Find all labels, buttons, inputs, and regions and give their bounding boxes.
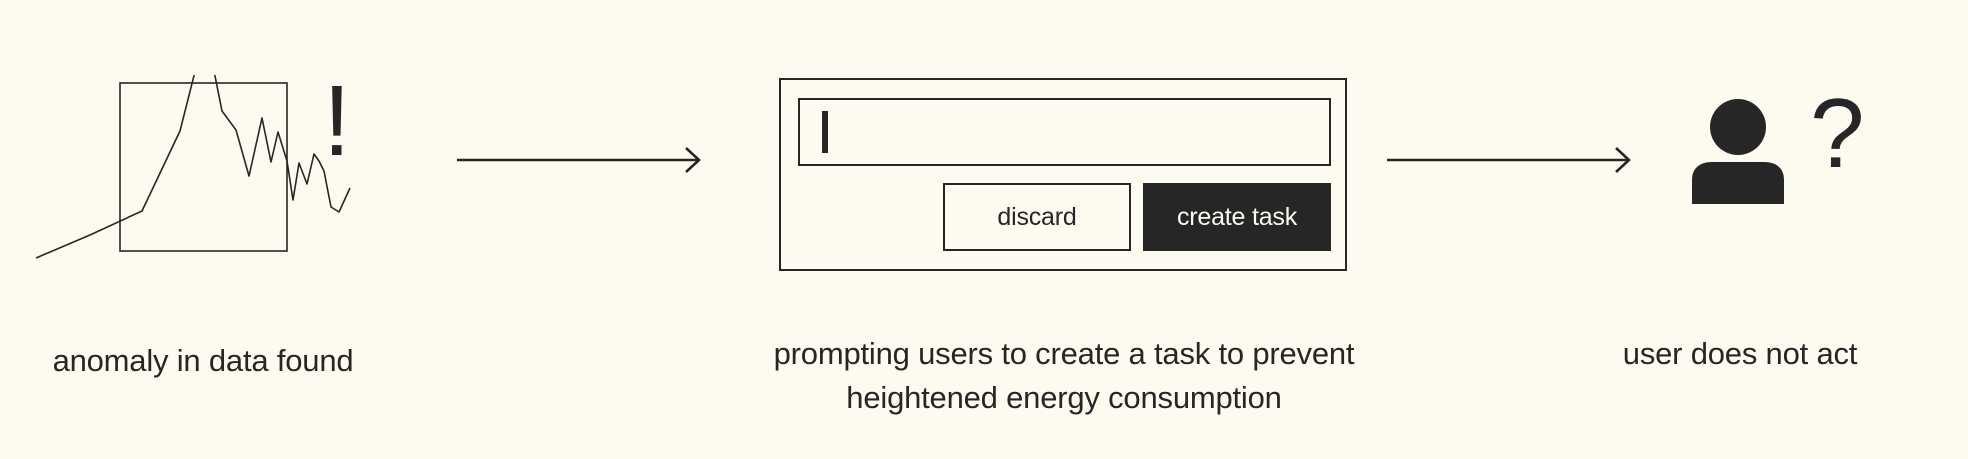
arrow-right-icon — [457, 147, 701, 173]
question-mark-icon: ? — [1810, 78, 1865, 188]
arrow-right-icon — [1387, 147, 1631, 173]
user-icon — [1692, 99, 1784, 204]
anomaly-highlight-box — [119, 82, 288, 252]
task-input[interactable] — [798, 98, 1331, 166]
text-cursor — [822, 111, 828, 153]
caption-prompt-line-2: heightened energy consumption — [846, 380, 1282, 415]
anomaly-data-line — [35, 75, 351, 259]
create-task-button[interactable]: create task — [1143, 183, 1331, 251]
step-anomaly: ! anomaly in data found — [0, 0, 420, 459]
discard-button[interactable]: discard — [943, 183, 1131, 251]
caption-anomaly-line-1: anomaly in data found — [52, 343, 354, 378]
caption-prompt-line-1: prompting users to create a task to prev… — [773, 336, 1355, 371]
caption-user: user does not act — [1560, 332, 1920, 376]
caption-anomaly: anomaly in data found — [0, 339, 406, 383]
anomaly-line-chart-icon — [35, 75, 351, 259]
exclamation-icon: ! — [323, 65, 351, 177]
create-task-dialog: discard create task — [779, 78, 1347, 271]
caption-prompt: prompting users to create a task to prev… — [700, 332, 1428, 420]
caption-user-line-1: user does not act — [1622, 336, 1858, 371]
